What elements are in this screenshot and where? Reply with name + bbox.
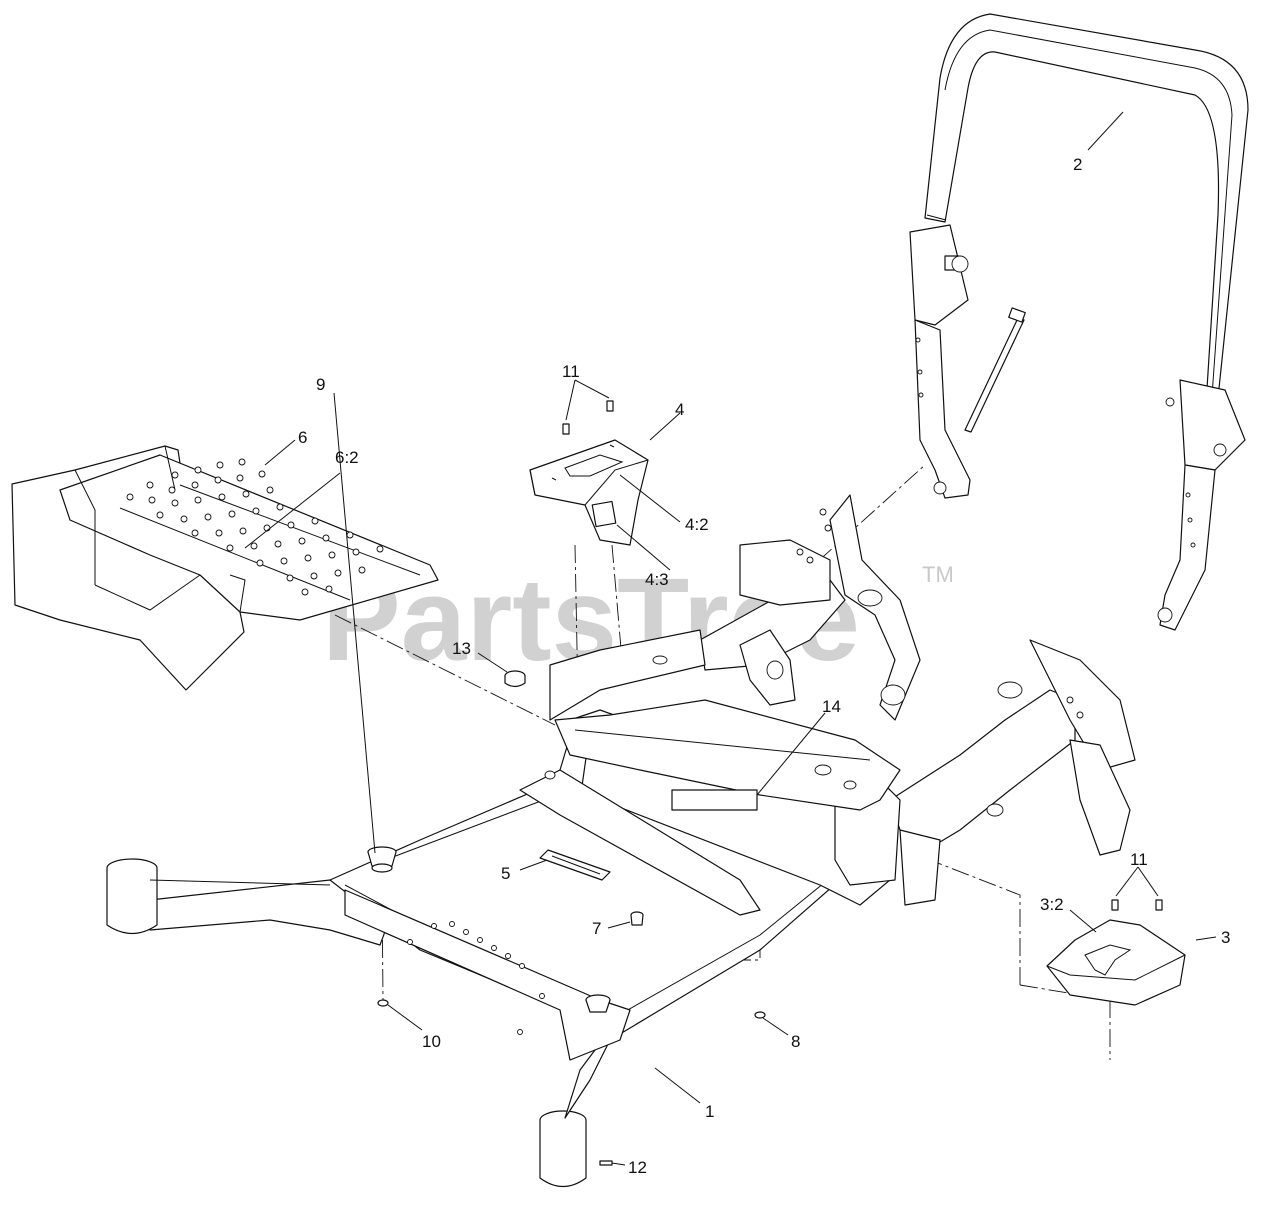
callout-6-2: 6:2 [335,448,359,467]
callout-4-2: 4:2 [685,515,709,534]
callout-13: 13 [452,639,471,658]
plug-part-13 [504,670,526,688]
callout-leaders [244,111,1217,1166]
callout-6: 6 [298,428,307,447]
slot-grommet-part-5 [539,849,611,881]
callout-4-3: 4:3 [645,570,669,589]
decal-part-14 [671,789,758,811]
frame-part-1 [106,494,1136,1188]
screw-part-12 [599,1160,613,1166]
callout-7: 7 [592,919,601,938]
callout-12: 12 [628,1158,647,1177]
callout-9: 9 [316,375,325,394]
cover-part-3 [1046,919,1186,1006]
bumper-front [585,994,611,1013]
callout-8: 8 [791,1032,800,1051]
callout-11-top: 11 [562,362,580,381]
cover-part-4 [529,439,649,546]
floor-pan-part-6 [11,445,439,691]
callout-1: 1 [705,1102,714,1121]
callout-11-side: 11 [1130,850,1148,869]
callout-3: 3 [1221,928,1230,947]
screws-part-11-side [1111,899,1163,911]
callout-3-2: 3:2 [1040,895,1064,914]
roll-bar-part-2 [909,13,1249,631]
callout-5: 5 [501,864,510,883]
floor-pan-holes [126,458,384,596]
frame-plate-holes [407,921,545,1035]
watermark-trademark: TM [922,562,954,587]
nut-part-10 [377,999,389,1007]
bumper-part-9 [367,846,397,873]
callout-4: 4 [675,400,684,419]
bumper-part-7 [630,911,644,926]
nut-part-8 [754,1011,766,1019]
callout-10: 10 [422,1032,441,1051]
callout-labels: 1 2 3 3:2 4 4:2 4:3 5 6 6:2 7 8 9 10 11 … [298,155,1230,1177]
callout-14: 14 [822,697,841,716]
callout-2: 2 [1073,155,1082,174]
screws-part-11-top [562,400,614,435]
